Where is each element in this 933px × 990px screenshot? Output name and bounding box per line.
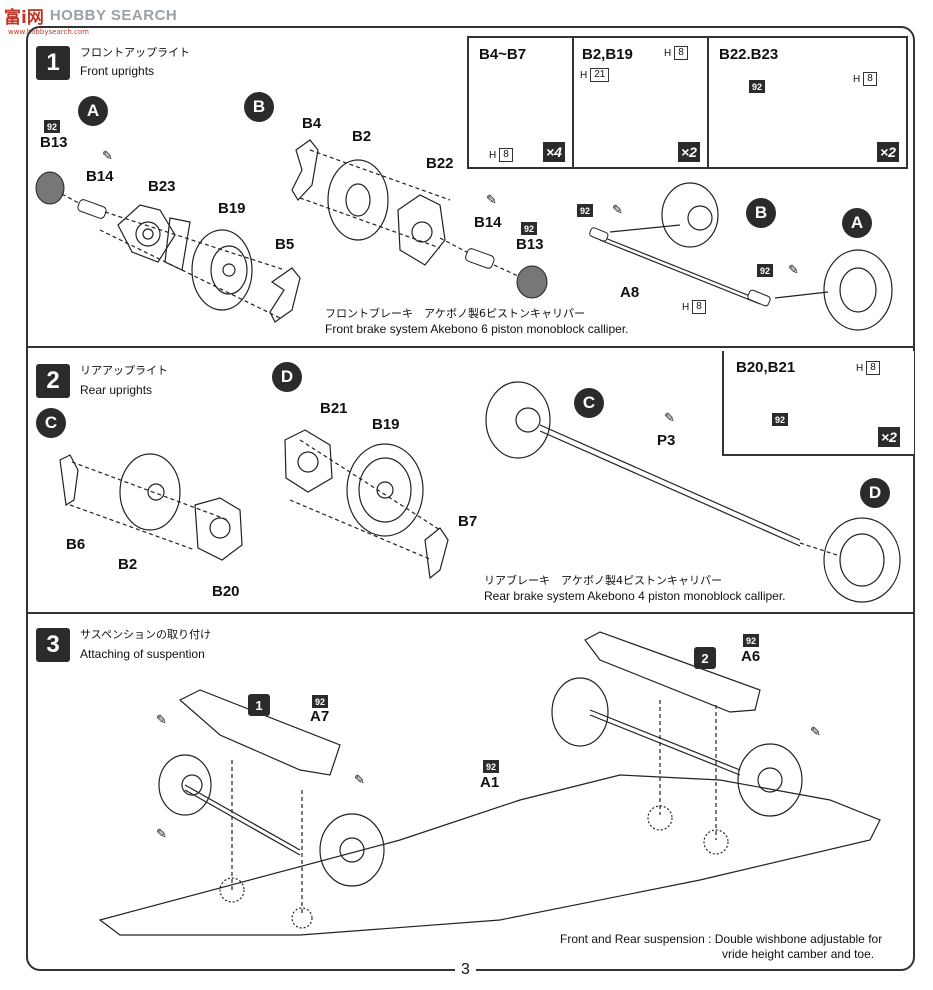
paint-code-badge: 92 bbox=[757, 264, 773, 277]
part-label-b13-b: B13 bbox=[516, 236, 544, 253]
quantity-badge: ×2 bbox=[877, 142, 899, 162]
watermark: 富i网 HOBBY SEARCH bbox=[4, 2, 177, 28]
paint-code-badge: 92 bbox=[743, 634, 759, 647]
step-1-number: 1 bbox=[36, 46, 70, 80]
paint-code-badge: 92 bbox=[44, 120, 60, 133]
ref-b-marker: B bbox=[746, 198, 776, 228]
suspension-note-line2: vride height camber and toe. bbox=[722, 947, 875, 961]
watermark-search: HOBBY SEARCH bbox=[49, 6, 178, 24]
quantity-badge: ×2 bbox=[678, 142, 700, 162]
page-number: 3 bbox=[455, 961, 476, 979]
step-3-title-en: Attaching of suspention bbox=[80, 647, 205, 661]
part-label-b21: B21 bbox=[320, 400, 348, 417]
step-3-title-jp: サスペンションの取り付け bbox=[80, 628, 212, 641]
step-2-title-jp: リアアップライト bbox=[80, 364, 168, 377]
paint-code-badge: 92 bbox=[577, 204, 593, 217]
subassembly-d-marker: D bbox=[272, 362, 302, 392]
paint-code-badge: 92 bbox=[312, 695, 328, 708]
step-2-caption-jp: リアブレーキ アケボノ製4ピストンキャリパー bbox=[484, 574, 722, 587]
inset-title: B2,B19 bbox=[582, 46, 633, 63]
part-label-a1: A1 bbox=[480, 774, 500, 791]
ref-a-marker: A bbox=[842, 208, 872, 238]
part-label-b5: B5 bbox=[275, 236, 295, 253]
step-3-number: 3 bbox=[36, 628, 70, 662]
part-label-b2: B2 bbox=[118, 556, 138, 573]
part-label-b19: B19 bbox=[372, 416, 400, 433]
cement-icon: ✎ bbox=[156, 712, 167, 727]
paint-code-badge: 92 bbox=[521, 222, 537, 235]
ref-c-marker: C bbox=[574, 388, 604, 418]
part-label-a7: A7 bbox=[310, 708, 330, 725]
cement-icon: ✎ bbox=[612, 202, 623, 217]
part-label-b7: B7 bbox=[458, 513, 478, 530]
ref-1-marker: 1 bbox=[248, 694, 270, 716]
step1-upright-a-drawing bbox=[35, 171, 301, 323]
part-label-b6: B6 bbox=[66, 536, 86, 553]
paint-code-badge: 92 bbox=[749, 80, 765, 93]
step-1-title-en: Front uprights bbox=[80, 64, 155, 78]
suspension-note-line1: Front and Rear suspension : Double wishb… bbox=[560, 932, 883, 946]
part-label-a8: A8 bbox=[620, 284, 640, 301]
step1-a8-rod-drawing bbox=[589, 182, 893, 331]
step-1-caption-jp: フロントブレーキ アケボノ製6ピストンキャリパー bbox=[325, 307, 585, 320]
ref-2-marker: 2 bbox=[694, 647, 716, 669]
part-label-a6: A6 bbox=[741, 648, 761, 665]
step1-upright-b-drawing bbox=[291, 139, 548, 299]
section-divider bbox=[27, 346, 914, 348]
cement-icon: ✎ bbox=[354, 772, 365, 787]
part-label-b20: B20 bbox=[212, 583, 240, 600]
subassembly-b-marker: B bbox=[244, 92, 274, 122]
part-label-b2: B2 bbox=[352, 128, 372, 145]
step-2-caption-en: Rear brake system Akebono 4 piston monob… bbox=[484, 589, 786, 603]
subassembly-a-marker: A bbox=[78, 96, 108, 126]
cement-icon: ✎ bbox=[664, 410, 675, 425]
quantity-badge: ×4 bbox=[543, 142, 565, 162]
step-1-caption-en: Front brake system Akebono 6 piston mono… bbox=[325, 322, 629, 336]
inset-title: B22.B23 bbox=[719, 46, 779, 63]
inset-title: B4~B7 bbox=[479, 46, 527, 63]
paint-code-badge: 92 bbox=[772, 413, 788, 426]
watermark-url: www.hobbysearch.com bbox=[8, 28, 89, 36]
cement-icon: ✎ bbox=[156, 826, 167, 841]
step2-upright-d-drawing bbox=[284, 429, 449, 580]
cement-icon: ✎ bbox=[810, 724, 821, 739]
part-label-b14: B14 bbox=[86, 168, 114, 185]
subassembly-c-marker: C bbox=[36, 408, 66, 438]
inset-title: B20,B21 bbox=[736, 359, 796, 376]
part-label-b4: B4 bbox=[302, 115, 322, 132]
step-2-title-en: Rear uprights bbox=[80, 383, 153, 397]
part-label-b23: B23 bbox=[148, 178, 176, 195]
step2-upright-c-drawing bbox=[59, 453, 243, 561]
step-2-number: 2 bbox=[36, 364, 70, 398]
cement-icon: ✎ bbox=[788, 262, 799, 277]
watermark-logo: 富i网 bbox=[4, 7, 44, 28]
part-label-p3: P3 bbox=[657, 432, 676, 449]
paint-code-badge: 92 bbox=[483, 760, 499, 773]
step3-chassis-drawing bbox=[98, 631, 881, 936]
part-label-b14-b: B14 bbox=[474, 214, 502, 231]
cement-icon: ✎ bbox=[102, 148, 113, 163]
part-label-b13: B13 bbox=[40, 134, 68, 151]
part-label-b22: B22 bbox=[426, 155, 454, 172]
section-divider bbox=[27, 612, 914, 614]
cement-icon: ✎ bbox=[486, 192, 497, 207]
part-label-b19: B19 bbox=[218, 200, 246, 217]
ref-d-marker: D bbox=[860, 478, 890, 508]
step-1-title-jp: フロントアップライト bbox=[80, 46, 190, 59]
quantity-badge: ×2 bbox=[878, 427, 900, 447]
step2-p3-rod-drawing bbox=[485, 381, 901, 603]
